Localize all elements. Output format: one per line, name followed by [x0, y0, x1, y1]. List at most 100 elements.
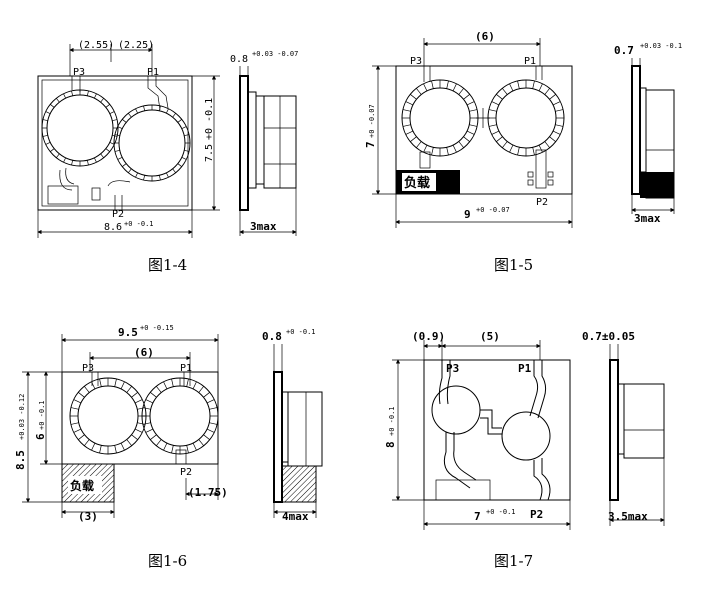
resonator-tooth — [145, 428, 154, 433]
resonator-tooth — [509, 144, 514, 153]
dim-side-max: 3.5max — [608, 510, 648, 523]
dim-width-tol: +0 -0.15 — [140, 324, 174, 332]
pin-p1: P1 — [180, 363, 192, 374]
resonator-tooth — [87, 160, 89, 166]
resonator-tooth — [423, 144, 428, 153]
dim-width-tol: +0 -0.1 — [486, 508, 516, 516]
side-view — [273, 371, 323, 503]
resonator-tooth — [517, 80, 520, 89]
caption-1-6: 图1-6 — [148, 552, 187, 570]
pin-p3: P3 — [82, 363, 94, 374]
resonator-tooth — [552, 130, 561, 135]
resonator-tooth — [73, 428, 82, 433]
dim-height: 7 — [364, 141, 377, 148]
dim-height-tol: +0 -0.1 — [388, 406, 396, 436]
resonator-tooth — [122, 163, 127, 167]
pin-p1: P1 — [518, 362, 532, 375]
resonator-tooth — [405, 101, 414, 106]
side-view — [239, 75, 297, 211]
caption-1-4: 图1-4 — [148, 256, 187, 274]
resonator-tooth — [192, 381, 197, 390]
resonator-tooth — [87, 90, 89, 96]
resonator-tooth — [402, 124, 411, 127]
resonator-tooth — [143, 105, 145, 111]
resonator-right — [113, 104, 191, 182]
resonator-tooth — [126, 386, 132, 393]
resonator-tooth — [544, 88, 550, 95]
resonator-tooth — [458, 141, 464, 148]
resonator-tooth — [109, 111, 115, 114]
resonator-tooth — [70, 422, 79, 425]
resonator-tooth — [177, 163, 182, 167]
resonator-tooth — [203, 434, 210, 440]
resonator-tooth — [94, 157, 97, 163]
resonator-tooth — [71, 160, 73, 166]
load-block: 负载 — [61, 463, 115, 503]
resonator-tooth — [145, 399, 154, 404]
figure-1-6: 9.5 +0 -0.15 (6) P3 P1 P2 负载 (1.75) — [14, 324, 323, 570]
resonator-tooth — [134, 428, 143, 433]
resonator-tooth — [458, 88, 464, 95]
dim-thickness-tol: +0.03 -0.07 — [252, 50, 298, 58]
resonator-tooth — [496, 94, 503, 100]
resonator-tooth — [114, 445, 117, 454]
resonator-tooth — [466, 101, 475, 106]
resonator-tooth — [117, 126, 123, 129]
resonator-tooth — [50, 104, 55, 108]
board-outline — [395, 65, 573, 195]
dim-thickness-tol: +0 -0.1 — [286, 328, 316, 336]
dim-height-tol: +0 -0.07 — [368, 104, 376, 138]
resonator-tooth — [131, 392, 138, 398]
resonator-tooth — [172, 168, 176, 173]
resonator-tooth — [50, 148, 55, 152]
resonator-tooth — [446, 147, 449, 156]
resonator-tooth — [184, 150, 190, 152]
resonator-tooth — [402, 109, 411, 112]
resonator-tooth — [114, 150, 120, 152]
dim-thickness: 0.8 — [262, 330, 282, 343]
dim-side-max: 4max — [282, 510, 309, 523]
resonator-tooth — [198, 386, 204, 393]
resonator-tooth — [469, 124, 478, 127]
resonator-tooth — [491, 130, 500, 135]
load-label: 负载 — [404, 175, 430, 191]
resonator-tooth — [166, 108, 169, 114]
resonator-tooth — [156, 386, 162, 393]
resonator-tooth — [159, 175, 161, 181]
dim-total-height: 8.5 — [14, 450, 27, 470]
resonator-tooth — [463, 136, 470, 142]
dim-side-max: 3max — [250, 220, 277, 233]
resonator-tooth — [78, 392, 85, 398]
pin-p2: P2 — [536, 197, 548, 208]
resonator-tooth — [84, 439, 90, 446]
resonator-tooth — [128, 113, 132, 118]
dim-spacing: (6) — [475, 30, 495, 43]
dim-height: 7.5 — [204, 144, 215, 162]
resonator-tooth — [143, 175, 145, 181]
resonator-tooth — [172, 113, 176, 118]
resonator-tooth — [117, 157, 123, 160]
dim-width-tol: +0 -0.1 — [124, 220, 154, 228]
resonator-tooth — [163, 442, 168, 451]
caption-1-5: 图1-5 — [494, 256, 533, 274]
pin-p3: P3 — [73, 67, 85, 78]
resonator-tooth — [538, 83, 543, 92]
resonator-tooth — [469, 109, 478, 112]
side-view — [609, 359, 665, 501]
resonator-tooth — [446, 80, 449, 89]
resonator-tooth — [150, 434, 157, 440]
pin-p3: P3 — [410, 56, 422, 67]
resonator-tooth — [105, 148, 110, 152]
caption-1-7: 图1-7 — [494, 552, 533, 570]
resonator-tooth — [126, 439, 132, 446]
resonator-left — [41, 89, 119, 167]
dim-total-height-tol: +0.03 -0.12 — [18, 394, 26, 440]
pin-p3: P3 — [446, 362, 459, 375]
resonator-tooth — [405, 130, 414, 135]
resonator-tooth — [134, 399, 143, 404]
dim-thickness: 0.7 — [614, 44, 634, 57]
resonator-tooth — [56, 153, 60, 158]
load-label: 负载 — [70, 478, 94, 493]
resonator-tooth — [549, 136, 556, 142]
resonator-tooth — [181, 126, 187, 129]
